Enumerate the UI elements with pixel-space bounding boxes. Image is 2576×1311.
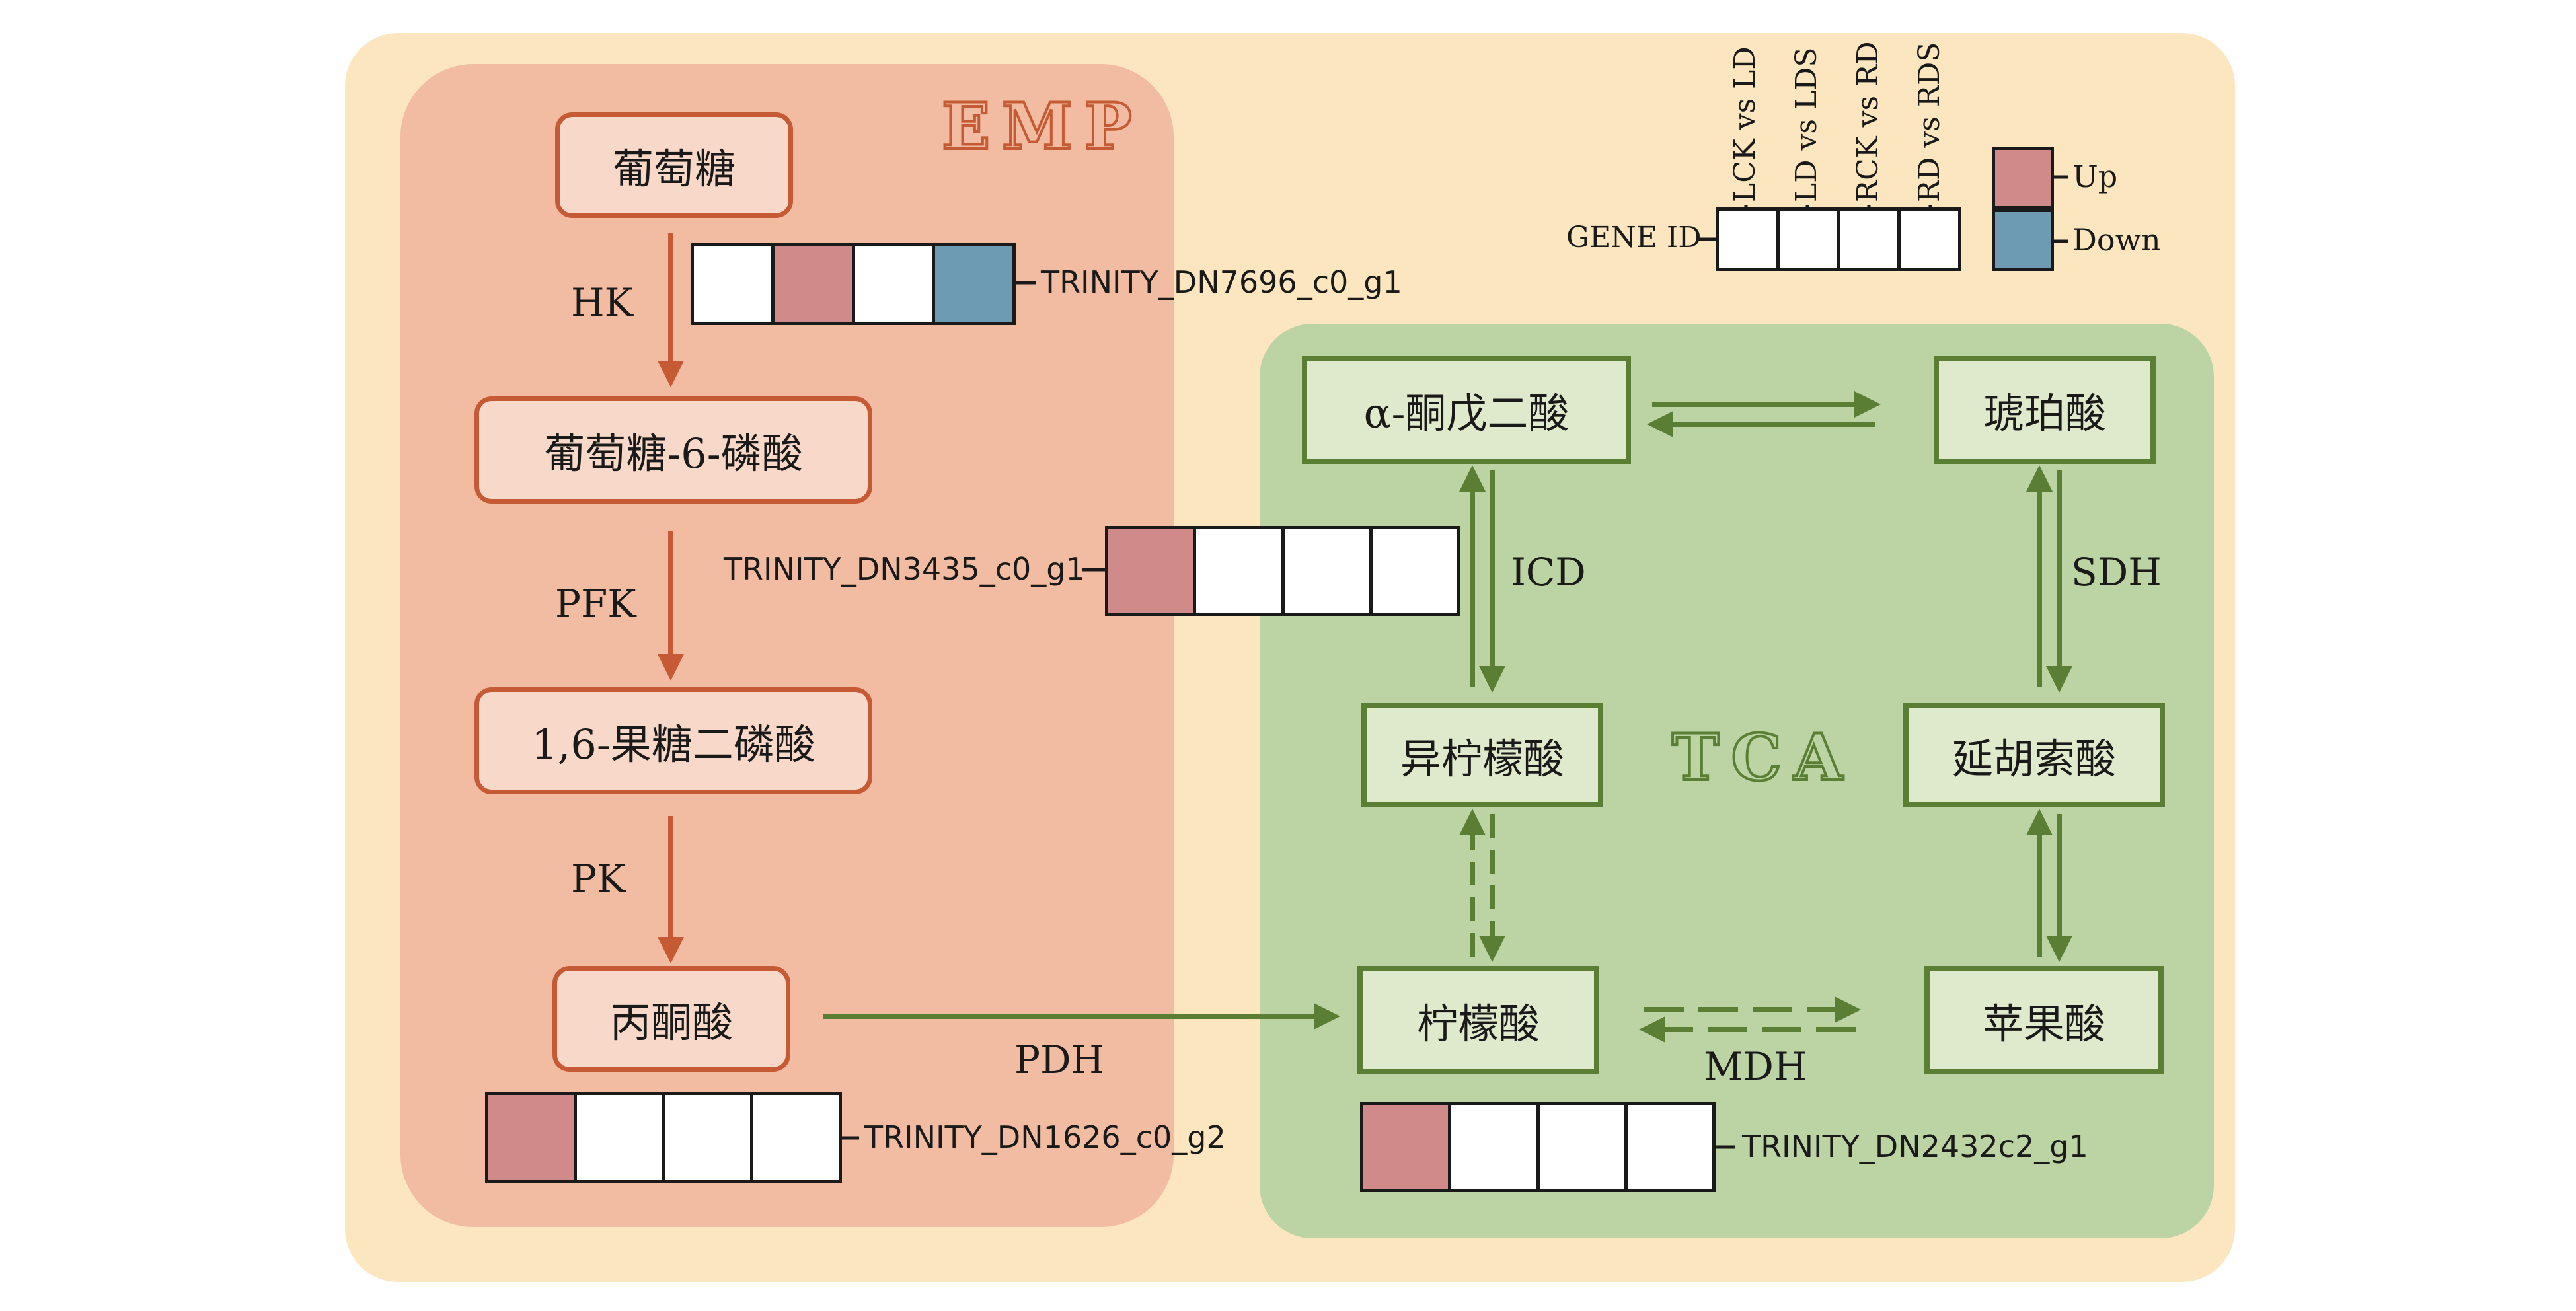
heatmap-cell: [488, 1095, 577, 1180]
gene-id-label: TRINITY_DN1626_c0_g2: [864, 1119, 1226, 1155]
gene-id-label: TRINITY_DN7696_c0_g1: [1041, 264, 1402, 300]
node-succinate: 琥珀酸: [1934, 356, 2156, 464]
node-citrate: 柠檬酸: [1357, 966, 1599, 1074]
legend-col-label: LCK vs LD: [1728, 46, 1762, 202]
legend-up-swatch: [1992, 147, 2054, 209]
legend-cell: [1840, 211, 1901, 268]
enzyme-pdh: PDH: [1014, 1037, 1105, 1082]
legend-col-label: LD vs LDS: [1790, 47, 1823, 202]
heatmap-cell: [1108, 529, 1197, 613]
node-pyruvate: 丙酮酸: [552, 966, 790, 1072]
heatmap-cell: [1627, 1105, 1712, 1189]
heatmap-cell: [935, 246, 1012, 322]
gene-id-label: TRINITY_DN3435_c0_g1: [724, 551, 1085, 587]
legend-down-label: Down: [2072, 222, 2161, 258]
heatmap-cell: [694, 246, 775, 322]
legend-gene-id: GENE ID: [1566, 221, 1702, 254]
heatmap-cell: [665, 1095, 754, 1180]
legend-col-label: RD vs RDS: [1913, 42, 1946, 202]
heatmap-cell: [774, 246, 855, 322]
heatmap-cell: [1363, 1105, 1452, 1189]
emp-title: EMP: [940, 88, 1144, 165]
heatmap-cell: [753, 1095, 839, 1180]
gene-id-label: TRINITY_DN2432c2_g1: [1742, 1129, 2088, 1164]
node-fumarate: 延胡索酸: [1903, 703, 2165, 807]
node-fructose-1-6-bisphosphate: 1,6-果糖二磷酸: [474, 687, 872, 794]
heatmap-cell: [576, 1095, 665, 1180]
enzyme-hk: HK: [571, 280, 633, 325]
enzyme-sdh: SDH: [2071, 550, 2162, 595]
enzyme-mdh: MDH: [1704, 1044, 1807, 1089]
legend-up-label: Up: [2072, 159, 2118, 194]
node-malate: 苹果酸: [1924, 966, 2164, 1074]
legend-down-swatch: [1992, 209, 2054, 271]
legend-cell: [1719, 211, 1780, 268]
heatmap-cell: [1196, 529, 1285, 613]
legend-cell: [1901, 211, 1958, 268]
heatmap-dn2432: [1360, 1102, 1716, 1192]
heatmap-cell: [854, 246, 936, 322]
enzyme-icd: ICD: [1511, 550, 1586, 595]
heatmap-dn1626: [485, 1092, 842, 1183]
heatmap-dn7696: [691, 243, 1016, 325]
heatmap-cell: [1539, 1105, 1628, 1189]
heatmap-dn3435: [1105, 526, 1460, 616]
node-isocitrate: 异柠檬酸: [1361, 703, 1603, 807]
heatmap-cell: [1451, 1105, 1540, 1189]
heatmap-cell: [1372, 529, 1457, 613]
node-alpha-ketoglutarate: α-酮戊二酸: [1302, 356, 1631, 464]
heatmap-cell: [1284, 529, 1373, 613]
node-glucose-6-phosphate: 葡萄糖-6-磷酸: [474, 396, 872, 504]
node-glucose: 葡萄糖: [555, 112, 793, 218]
enzyme-pk: PK: [571, 856, 626, 901]
legend-col-label: RCK vs RD: [1851, 41, 1885, 202]
legend-cell: [1780, 211, 1840, 268]
enzyme-pfk: PFK: [555, 581, 636, 626]
tca-title: TCA: [1671, 719, 1855, 796]
legend-heatmap: [1716, 207, 1961, 271]
